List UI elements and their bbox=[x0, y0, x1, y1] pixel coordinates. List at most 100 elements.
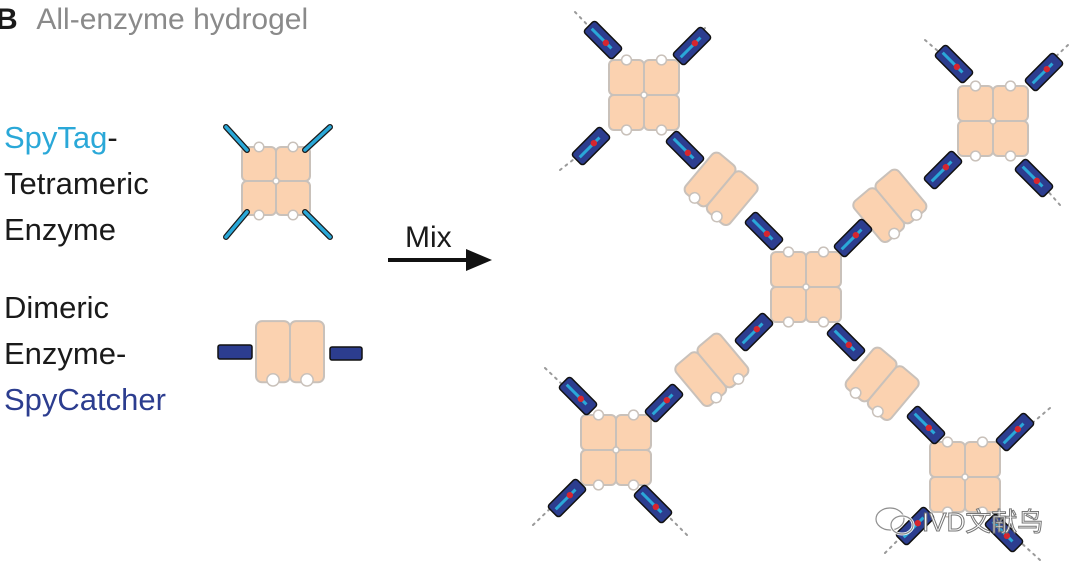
subunit-notch bbox=[941, 436, 954, 448]
spytag-stripe bbox=[1002, 422, 1025, 445]
spytag-core bbox=[303, 210, 332, 239]
panel-title: All-enzyme hydrogel bbox=[36, 3, 308, 36]
watermark-text: IVD文献鸟 bbox=[922, 507, 1043, 537]
spytag-core bbox=[303, 125, 332, 152]
spytag-stripe bbox=[741, 322, 764, 345]
continuation-line bbox=[664, 512, 688, 536]
legend-spytag bbox=[223, 124, 250, 153]
spytag-stripe bbox=[640, 491, 663, 514]
subunit-notch bbox=[941, 506, 954, 518]
wechat-icon bbox=[874, 506, 915, 536]
subunit-notch bbox=[627, 409, 640, 421]
spytag-stripe bbox=[554, 488, 577, 511]
subunit-notch bbox=[287, 141, 299, 153]
continuation-line bbox=[544, 367, 567, 389]
spy-junction bbox=[934, 44, 974, 84]
subunit-notch bbox=[871, 405, 884, 418]
subunit-notch bbox=[976, 506, 989, 518]
spytag-stripe bbox=[578, 136, 601, 159]
mix-arrow bbox=[388, 249, 492, 271]
continuation-line bbox=[1017, 539, 1041, 561]
spy-junction bbox=[826, 322, 866, 362]
spy-junction bbox=[906, 405, 946, 445]
spytag-stripe bbox=[672, 137, 695, 160]
network-tetramer bbox=[957, 80, 1029, 162]
subunit-notch bbox=[1004, 150, 1017, 162]
subunit-notch bbox=[287, 209, 299, 221]
isopeptide-bond bbox=[914, 519, 922, 527]
linker-dimer bbox=[674, 332, 750, 407]
subunit-notch bbox=[592, 479, 605, 491]
isopeptide-bond bbox=[566, 491, 574, 499]
network-tetramer bbox=[929, 436, 1001, 518]
isopeptide-bond bbox=[602, 39, 610, 47]
isopeptide-bond bbox=[953, 63, 961, 71]
spytag-stripe bbox=[941, 51, 964, 74]
spy-junction bbox=[571, 126, 611, 166]
spytag-stripe bbox=[679, 36, 702, 59]
legend-tetramer bbox=[241, 141, 311, 221]
subunit-notch bbox=[266, 373, 280, 387]
network-tetramer bbox=[608, 54, 680, 136]
spy-junction bbox=[672, 26, 712, 66]
enzyme-hyphen-label: Enzyme- bbox=[4, 336, 126, 371]
legend-spycatcher-block bbox=[217, 344, 253, 360]
spy-junction bbox=[734, 312, 774, 352]
subunit-notch bbox=[910, 208, 923, 221]
subunit-notch bbox=[620, 124, 633, 136]
spytag-stripe bbox=[651, 393, 674, 416]
subunit-notch bbox=[655, 54, 668, 66]
mix-label: Mix bbox=[405, 221, 452, 254]
panel-letter: B bbox=[0, 3, 18, 36]
spytag-stripe bbox=[991, 520, 1014, 543]
isopeptide-bond bbox=[845, 341, 853, 349]
watermark: IVD文献鸟 bbox=[874, 506, 1044, 538]
spytag-stripe bbox=[751, 218, 774, 241]
spytag-hyphen: - bbox=[107, 120, 117, 155]
linker-dimer bbox=[683, 151, 759, 226]
spy-junction bbox=[984, 513, 1024, 553]
isopeptide-bond bbox=[1014, 425, 1022, 433]
tetrameric-label: Tetrameric bbox=[4, 166, 149, 201]
subunit-notch bbox=[817, 246, 830, 258]
isopeptide-bond bbox=[590, 139, 598, 147]
isopeptide-bond bbox=[1043, 65, 1051, 73]
spy-junction bbox=[995, 412, 1035, 452]
spy-junction bbox=[644, 383, 684, 423]
spy-junction bbox=[665, 130, 705, 170]
spycatcher-label: SpyCatcher bbox=[4, 382, 166, 417]
tetramer-center bbox=[802, 283, 810, 291]
subunit-notch bbox=[655, 124, 668, 136]
spytag-stripe bbox=[590, 27, 613, 50]
enzyme-label: Enzyme bbox=[4, 212, 116, 247]
svg-text:B All-enzyme hydrogel: B All-enzyme hydrogel bbox=[0, 3, 308, 36]
tetramer-center bbox=[989, 117, 997, 125]
spy-junction bbox=[547, 478, 587, 518]
isopeptide-bond bbox=[663, 396, 671, 404]
linker-dimer bbox=[844, 346, 920, 421]
subunit-notch bbox=[253, 209, 265, 221]
isopeptide-bond bbox=[652, 503, 660, 511]
spytag-stripe bbox=[930, 160, 953, 183]
spytag-core bbox=[224, 210, 249, 239]
spytag-stripe bbox=[565, 383, 588, 406]
network-tetramer bbox=[580, 409, 652, 491]
spytag-stripe bbox=[1021, 165, 1044, 188]
legend-spytag bbox=[302, 209, 333, 240]
subunit-notch bbox=[627, 479, 640, 491]
subunit-notch bbox=[710, 391, 723, 404]
network-tetramer bbox=[770, 246, 842, 328]
isopeptide-bond bbox=[691, 39, 699, 47]
subunit-notch bbox=[782, 316, 795, 328]
spytag-stripe bbox=[833, 329, 856, 352]
spytag-label: SpyTag bbox=[4, 120, 107, 155]
subunit-notch bbox=[782, 246, 795, 258]
subunit-notch bbox=[969, 150, 982, 162]
isopeptide-bond bbox=[1003, 532, 1011, 540]
subunit-notch bbox=[849, 386, 862, 399]
dimeric-label: Dimeric bbox=[4, 290, 109, 325]
subunit-notch bbox=[688, 191, 701, 204]
isopeptide-bond bbox=[942, 163, 950, 171]
enzyme-network bbox=[217, 11, 1069, 561]
spytag-stripe bbox=[913, 412, 936, 435]
